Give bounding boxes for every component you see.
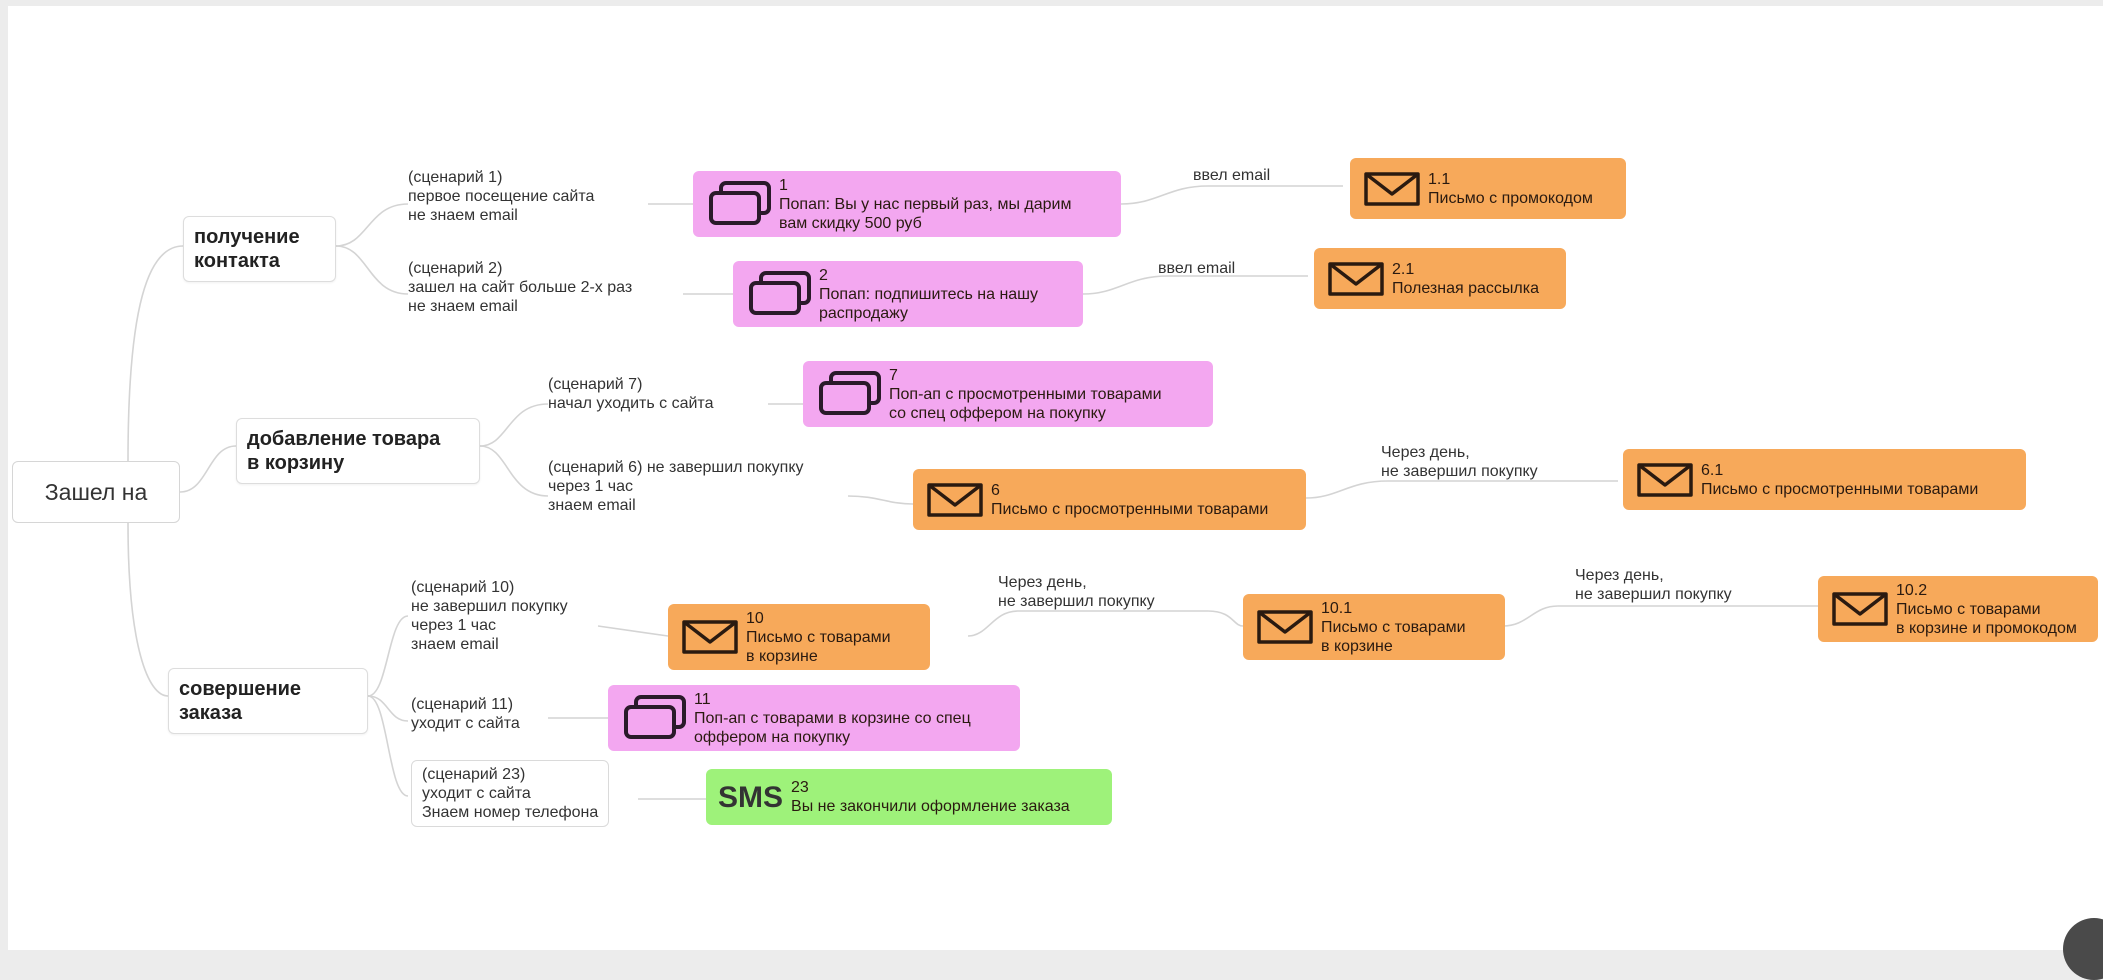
edge-label-next-day-6: Через день, не завершил покупку <box>1381 444 1538 480</box>
scenario-7: (сценарий 7) начал уходить с сайта <box>548 376 714 412</box>
card-text: Письмо с промокодом <box>1428 189 1593 207</box>
link-c101-c102 <box>1502 605 1818 627</box>
popup-windows-icon <box>819 371 881 415</box>
card-number: 11 <box>694 690 711 708</box>
card-number: 23 <box>791 779 809 796</box>
branch-order[interactable]: совершение заказа <box>168 668 368 734</box>
link-c10-c101 <box>967 610 1244 637</box>
link-cart-s7 <box>479 403 549 447</box>
card-text: Поп-ап с просмотренными товарами со спец… <box>889 385 1162 422</box>
link-root-order <box>127 522 169 697</box>
card-number: 1.1 <box>1428 170 1451 188</box>
envelope-icon <box>1364 171 1420 206</box>
scenario-6: (сценарий 6) не завершил покупку через 1… <box>548 459 804 514</box>
envelope-icon <box>1328 261 1384 296</box>
popup-windows-icon <box>749 271 811 315</box>
scenario-1: (сценарий 1) первое посещение сайта не з… <box>408 169 595 224</box>
link-order-s10 <box>367 615 409 697</box>
link-cart-s6 <box>479 445 549 497</box>
card-text: Попап: Вы у нас первый раз, мы дарим вам… <box>779 195 1072 232</box>
link-contact-s1 <box>335 203 409 247</box>
edge-label-email-2: ввел email <box>1158 260 1236 277</box>
link-s6-c6 <box>847 495 914 505</box>
card-number: 7 <box>889 366 898 384</box>
card-text: Полезная рассылка <box>1392 279 1539 297</box>
envelope-icon <box>682 620 738 654</box>
card-number: 10.2 <box>1896 581 1928 599</box>
card-sms-23[interactable]: SMS 23 Вы не закончили оформление заказа <box>706 769 1112 825</box>
card-text: Письмо с товарами в корзине и промокодом <box>1896 600 2077 637</box>
link-c6-c61 <box>1305 480 1618 499</box>
popup-windows-icon <box>624 695 686 739</box>
sms-badge: SMS <box>718 780 784 814</box>
card-number: 2 <box>819 266 828 284</box>
envelope-icon <box>927 482 983 517</box>
link-root-contact <box>127 245 184 462</box>
card-text: Письмо с просмотренными товарами <box>991 500 1269 518</box>
card-text: Письмо с товарами в корзине <box>1321 618 1466 655</box>
connector-lines <box>127 185 1818 800</box>
mindmap-canvas: Зашел на получение контакта добавление т… <box>8 6 2103 950</box>
edge-label-email-1: ввел email <box>1193 167 1271 184</box>
scenario-23[interactable]: (сценарий 23) уходит с сайта Знаем номер… <box>411 760 610 827</box>
card-number: 10.1 <box>1321 599 1353 617</box>
envelope-icon <box>1832 592 1888 626</box>
envelope-icon <box>1637 462 1693 497</box>
card-text: Письмо с товарами в корзине <box>746 628 891 665</box>
popup-windows-icon <box>709 181 771 225</box>
scenario-2: (сценарий 2) зашел на сайт больше 2-х ра… <box>408 260 633 315</box>
card-text: Попап: подпишитесь на нашу распродажу <box>819 285 1039 322</box>
link-c2-c21 <box>1082 275 1308 295</box>
card-text: Письмо с просмотренными товарами <box>1701 480 1979 498</box>
card-text: Вы не закончили оформление заказа <box>791 798 1070 815</box>
link-contact-s2 <box>335 245 409 295</box>
card-number: 6.1 <box>1701 461 1724 479</box>
edge-label-next-day-101: Через день, не завершил покупку <box>1575 567 1732 603</box>
branch-cart[interactable]: добавление товара в корзину <box>236 418 480 484</box>
card-number: 1 <box>779 176 788 194</box>
link-root-cart <box>179 445 237 493</box>
edge-label-next-day-10: Через день, не завершил покупку <box>998 574 1155 610</box>
branch-contact[interactable]: получение контакта <box>183 216 336 282</box>
card-number: 10 <box>746 609 764 627</box>
link-order-s23 <box>367 695 409 797</box>
envelope-icon <box>1257 610 1313 644</box>
scenario-11: (сценарий 11) уходит с сайта <box>411 696 520 732</box>
card-number: 2.1 <box>1392 260 1415 278</box>
link-s10-c10 <box>597 625 669 637</box>
link-order-s11 <box>367 695 409 722</box>
card-number: 6 <box>991 481 1000 499</box>
card-text: Поп-ап с товарами в корзине со спец оффе… <box>694 709 971 746</box>
link-c1-c11 <box>1120 185 1343 205</box>
root-node[interactable]: Зашел на <box>12 461 180 523</box>
scenario-10: (сценарий 10) не завершил покупку через … <box>411 579 568 653</box>
